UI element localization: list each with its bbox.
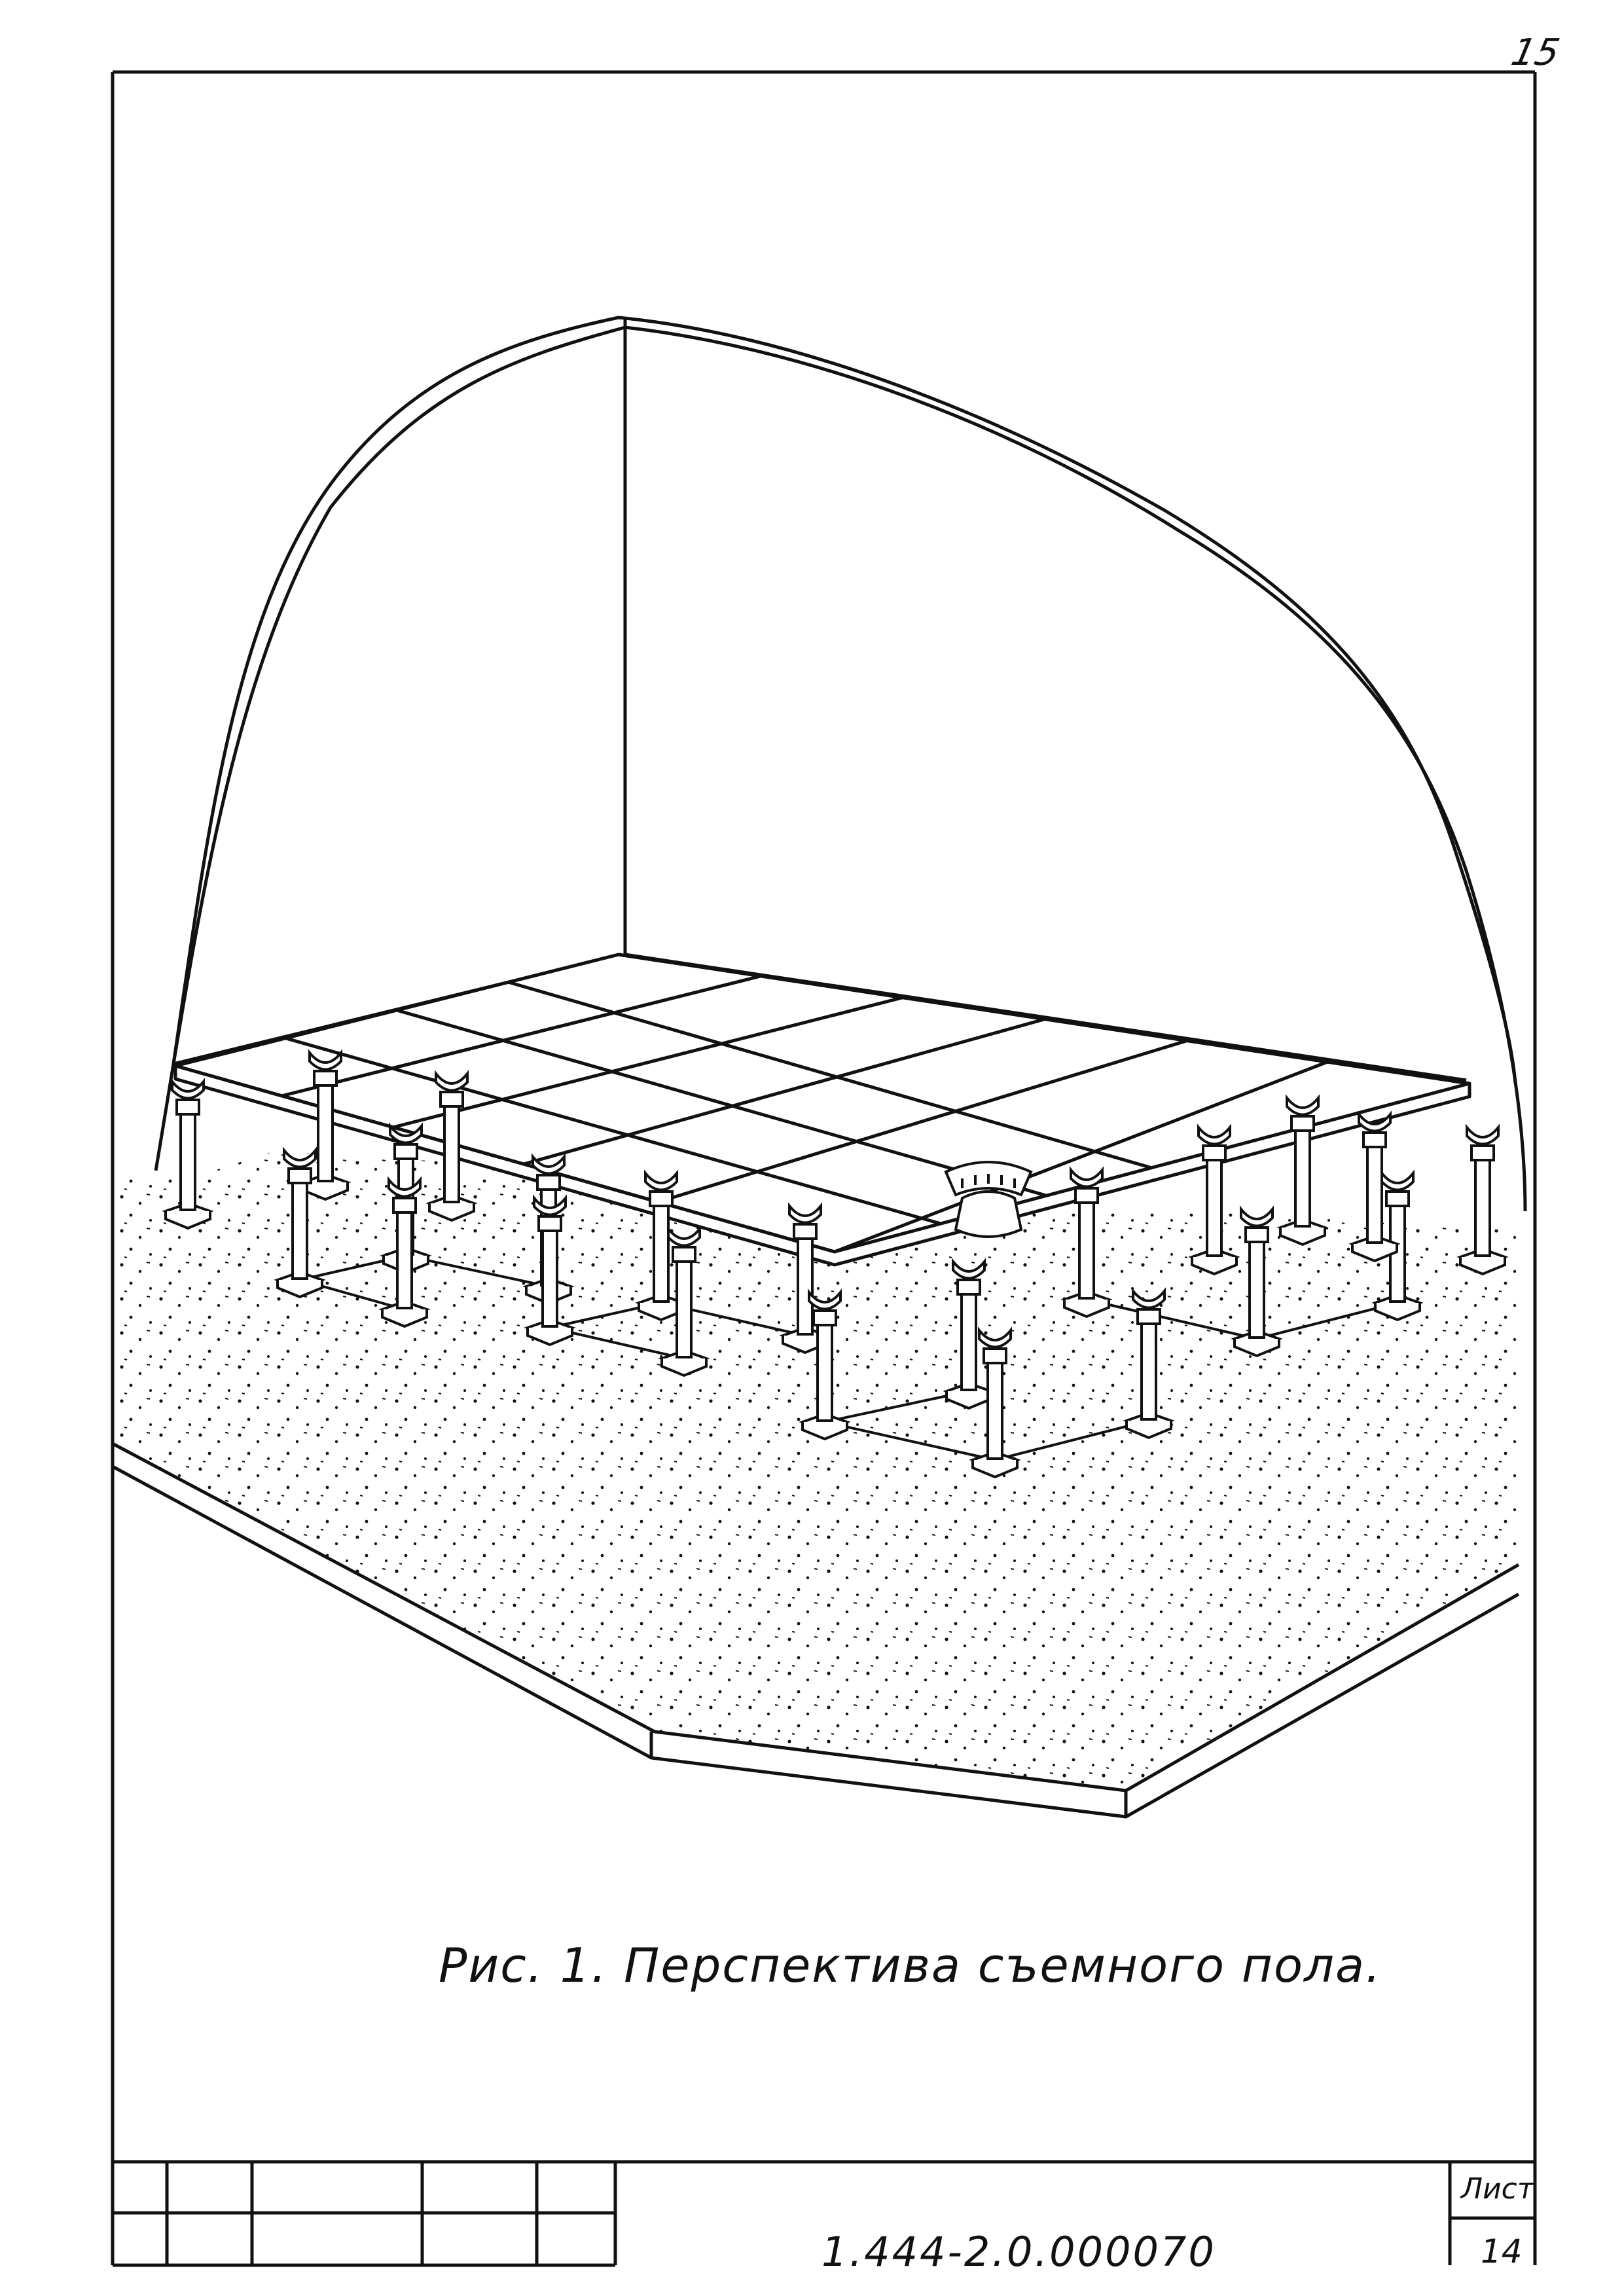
panel-lifter-icon: [944, 1161, 1033, 1238]
sheet-number: 14: [1481, 2232, 1523, 2270]
document-code: 1.444-2.0.000070: [821, 2228, 1216, 2276]
concrete-slab: [111, 1151, 1520, 1819]
sheet-frame: [111, 70, 1537, 2265]
page-number: 15: [1507, 31, 1564, 74]
title-block-lines: [113, 2160, 1535, 2267]
floor-panels: [173, 953, 1471, 1267]
figure-caption: Рис. 1. Перспектива съемного пола.: [439, 1938, 1382, 1993]
sheet-label: Лист: [1461, 2172, 1534, 2206]
